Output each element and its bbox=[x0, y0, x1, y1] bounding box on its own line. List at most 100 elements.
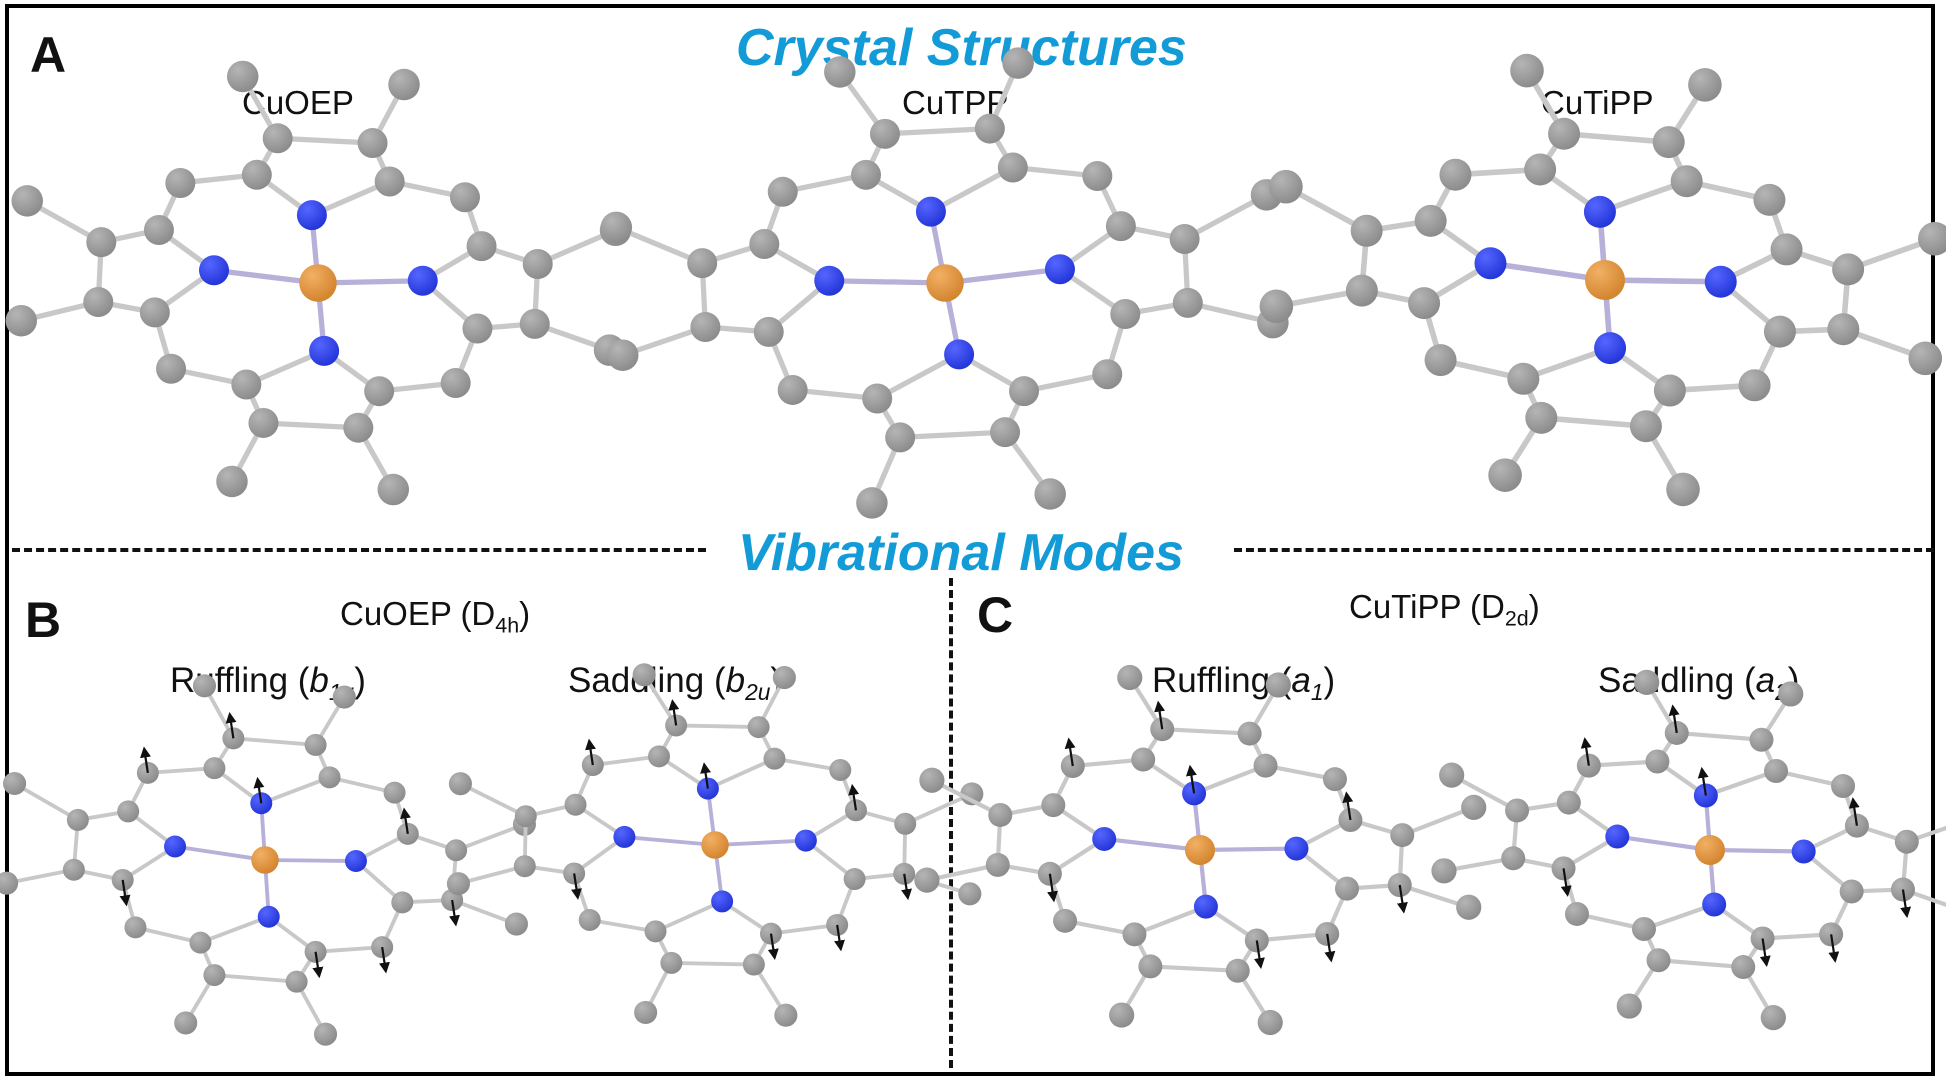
carbon-atom bbox=[504, 912, 528, 936]
panel-c-letter: C bbox=[977, 587, 1014, 643]
carbon-atom bbox=[203, 964, 226, 987]
bond bbox=[1656, 958, 1746, 970]
carbon-atom bbox=[974, 113, 1005, 144]
carbon-atom bbox=[988, 802, 1013, 827]
carbon-atom bbox=[1082, 161, 1113, 192]
carbon-atom bbox=[1424, 344, 1457, 377]
figure-frame bbox=[5, 4, 1935, 1076]
c-saddling-name: Saddling ( bbox=[1598, 661, 1756, 700]
carbon-atom bbox=[824, 56, 856, 88]
carbon-atom bbox=[1122, 922, 1147, 947]
carbon-atom bbox=[522, 248, 553, 279]
carbon-atom bbox=[644, 920, 667, 943]
crystal-structures-title: Crystal Structures bbox=[736, 19, 1187, 77]
displacement-arrow bbox=[901, 873, 912, 901]
bond bbox=[1148, 964, 1240, 973]
cutipp-symmetry-close: ) bbox=[1528, 588, 1540, 625]
carbon-atom bbox=[1548, 117, 1581, 150]
carbon-atom bbox=[440, 368, 471, 399]
carbon-atom bbox=[862, 383, 893, 414]
carbon-atom bbox=[216, 465, 248, 498]
nitrogen-atom bbox=[944, 339, 975, 370]
displacement-arrow bbox=[767, 933, 779, 961]
displacement-arrow bbox=[1324, 933, 1336, 963]
carbon-atom bbox=[174, 1011, 198, 1035]
displacement-arrow bbox=[225, 711, 237, 739]
displacement-arrow bbox=[1560, 868, 1572, 897]
cutpp-molecule bbox=[600, 47, 1289, 519]
carbon-atom bbox=[772, 666, 796, 690]
carbon-atom bbox=[763, 747, 786, 770]
carbon-atom bbox=[1461, 794, 1487, 820]
displacement-arrow bbox=[140, 746, 151, 774]
carbon-atom bbox=[124, 916, 147, 939]
bond bbox=[133, 925, 203, 945]
carbon-atom bbox=[1510, 53, 1544, 88]
b-ruffling-name: Ruffling ( bbox=[170, 661, 310, 700]
b-ruffling-label: Ruffling (b1u) bbox=[170, 663, 366, 704]
carbon-atom bbox=[1524, 153, 1557, 186]
bond bbox=[653, 899, 725, 934]
copper-atom bbox=[251, 846, 279, 874]
bond bbox=[769, 923, 840, 936]
cutipp-molecule bbox=[1259, 53, 1946, 507]
carbon-atom bbox=[1778, 681, 1804, 707]
displacement-arrow bbox=[1047, 873, 1058, 903]
bond bbox=[903, 791, 974, 826]
carbon-atom bbox=[117, 800, 140, 823]
carbon-atom bbox=[241, 159, 272, 190]
carbon-atom bbox=[1629, 410, 1662, 443]
carbon-atom bbox=[600, 211, 633, 244]
carbon-atom bbox=[749, 228, 780, 259]
nitrogen-atom bbox=[1193, 894, 1218, 919]
c-ruffling-symbol: a bbox=[1291, 661, 1311, 700]
carbon-atom bbox=[1431, 858, 1457, 884]
carbon-atom bbox=[747, 716, 770, 739]
b-ruffling-symbol: b bbox=[309, 661, 329, 700]
carbon-atom bbox=[1631, 916, 1656, 941]
bond bbox=[713, 838, 808, 847]
carbon-atom bbox=[1237, 721, 1262, 746]
nitrogen-atom bbox=[711, 890, 734, 913]
carbon-atom bbox=[919, 767, 945, 793]
carbon-atom bbox=[226, 60, 259, 93]
divider-right bbox=[1234, 548, 1934, 552]
carbon-atom bbox=[634, 1000, 658, 1024]
carbon-atom bbox=[1269, 169, 1303, 204]
displacement-arrow bbox=[585, 738, 596, 766]
carbon-atom bbox=[0, 871, 19, 895]
carbon-atom bbox=[343, 412, 374, 443]
bond bbox=[929, 778, 1003, 818]
carbon-atom bbox=[1414, 204, 1447, 237]
bond bbox=[1197, 846, 1299, 853]
c-ruffling-subscript: 1 bbox=[1310, 679, 1324, 705]
bond bbox=[198, 914, 271, 945]
bond bbox=[1641, 902, 1717, 932]
cuoep-symmetry-label: CuOEP (D4h) bbox=[340, 597, 530, 637]
bond bbox=[1904, 825, 1946, 844]
carbon-atom bbox=[1131, 747, 1156, 772]
carbon-atom bbox=[1009, 376, 1040, 407]
cutipp-saddling-mode bbox=[1431, 669, 1946, 1031]
carbon-atom bbox=[1646, 948, 1671, 973]
nitrogen-atom bbox=[1605, 824, 1630, 849]
displacement-arrow bbox=[379, 946, 390, 974]
copper-atom bbox=[701, 831, 729, 859]
bond bbox=[1191, 763, 1268, 796]
carbon-atom bbox=[449, 182, 480, 213]
carbon-atom bbox=[357, 128, 388, 159]
carbon-atom bbox=[1666, 472, 1700, 507]
bond bbox=[1615, 834, 1713, 853]
carbon-atom bbox=[192, 674, 217, 698]
carbon-atom bbox=[1105, 211, 1136, 242]
bond bbox=[590, 754, 661, 767]
carbon-atom bbox=[1653, 374, 1686, 407]
carbon-atom bbox=[753, 316, 784, 347]
bond bbox=[1160, 727, 1252, 736]
carbon-atom bbox=[1335, 876, 1360, 901]
displacement-arrow bbox=[571, 873, 582, 900]
nitrogen-atom bbox=[309, 335, 340, 366]
carbon-atom bbox=[1763, 315, 1796, 348]
cutipp-symmetry-name: CuTiPP (D bbox=[1349, 588, 1505, 625]
b-ruffling-close: ) bbox=[354, 661, 366, 700]
